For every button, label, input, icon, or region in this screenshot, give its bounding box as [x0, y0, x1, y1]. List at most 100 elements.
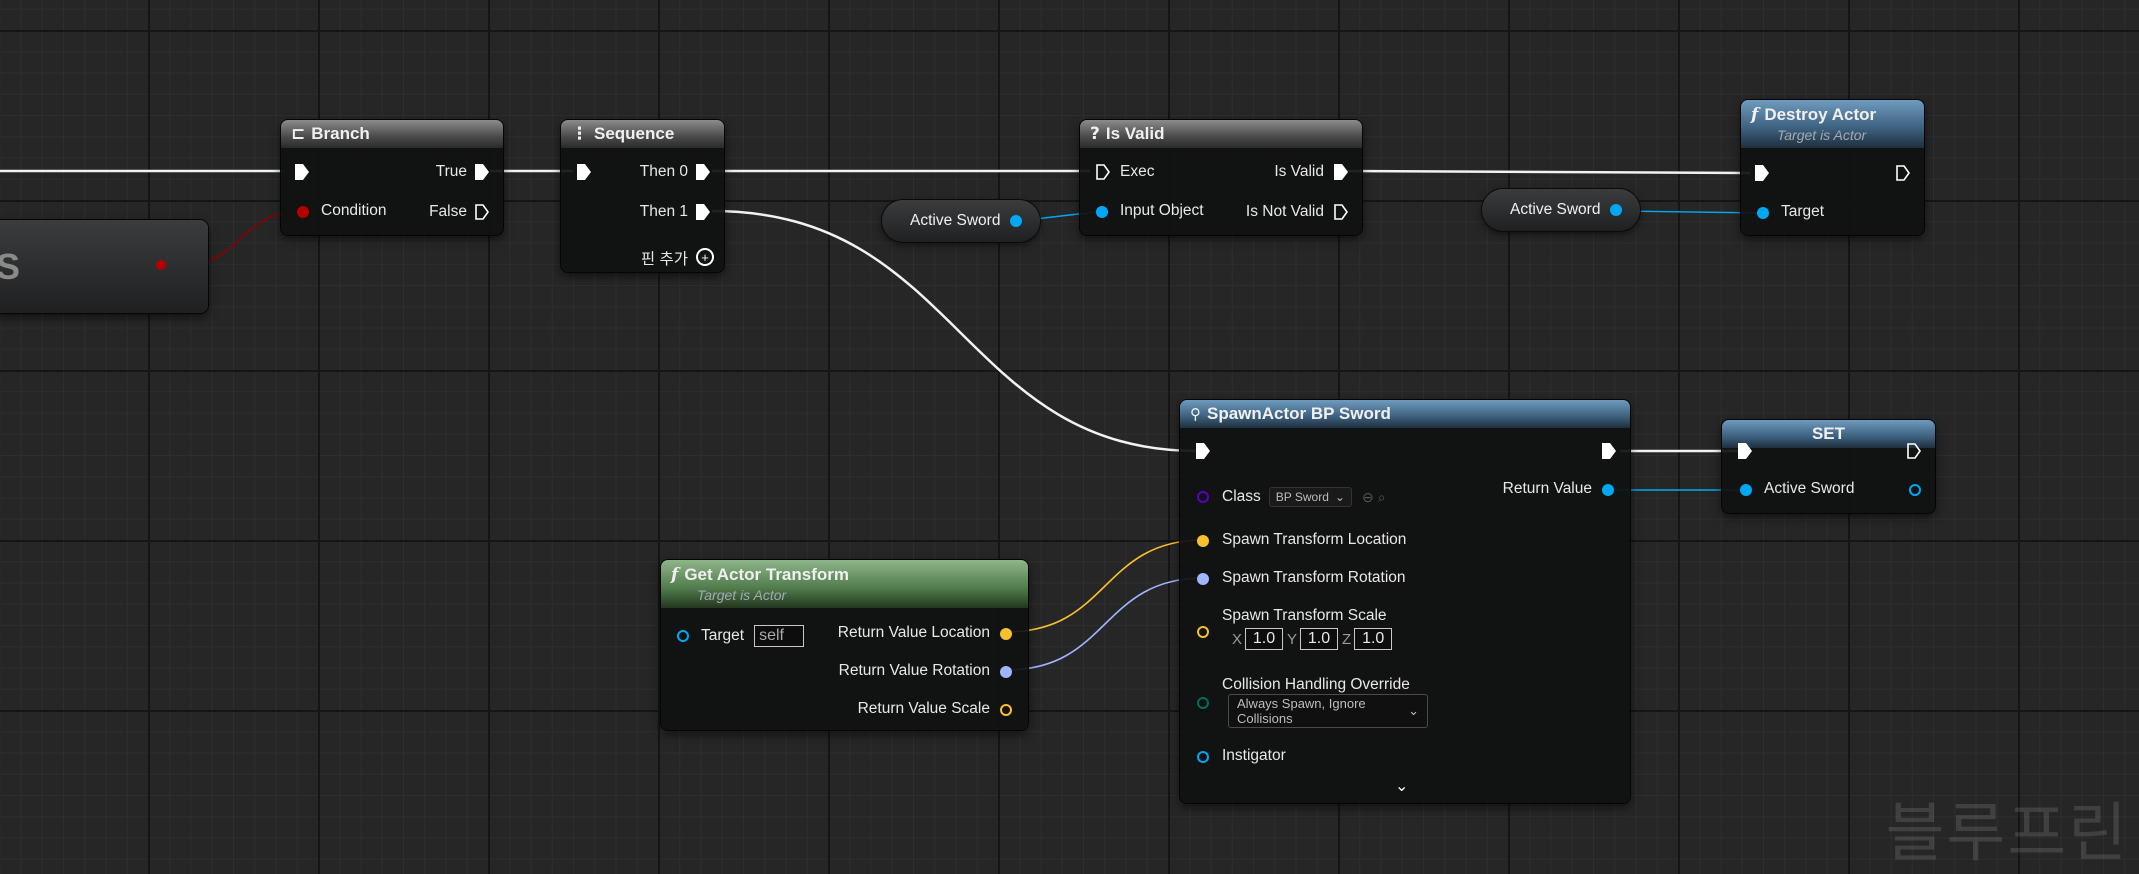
- sequence-then0-label: Then 0: [639, 163, 688, 180]
- sequence-add-pin-row[interactable]: 핀 추가: [641, 247, 688, 269]
- branch-true-out[interactable]: [475, 164, 489, 180]
- question-icon: ?: [1090, 124, 1100, 144]
- spawn-actor-exec-in[interactable]: [1196, 443, 1210, 459]
- gat-ret-rot-label: Return Value Rotation: [838, 662, 990, 679]
- destroy-actor-target-pin[interactable]: [1757, 207, 1769, 219]
- sequence-add-pin-label[interactable]: 핀 추가: [640, 251, 688, 268]
- active-sword-getter-1[interactable]: Active Sword: [882, 200, 1040, 242]
- branch-header: ⊏ Branch: [281, 120, 503, 148]
- set-exec-in[interactable]: [1738, 443, 1752, 459]
- get-actor-transform-title: Get Actor Transform: [684, 565, 850, 584]
- spawn-collision-pin[interactable]: [1197, 697, 1209, 709]
- scale-z-input[interactable]: 1.0: [1354, 628, 1393, 650]
- scale-y-label: Y: [1287, 630, 1298, 648]
- set-title: SET: [1811, 424, 1846, 443]
- spawn-location-row: Spawn Transform Location: [1222, 531, 1406, 549]
- sequence-then0-row: Then 0: [640, 163, 688, 181]
- sequence-exec-in[interactable]: [577, 164, 591, 180]
- gat-ret-scale-row: Return Value Scale: [858, 700, 990, 718]
- spawn-location-pin[interactable]: [1197, 535, 1209, 547]
- destroy-actor-exec-out[interactable]: [1896, 165, 1910, 181]
- is-not-valid-row: Is Not Valid: [1246, 203, 1324, 221]
- gat-ret-scale-pin[interactable]: [1000, 704, 1012, 716]
- set-exec-out[interactable]: [1907, 443, 1921, 459]
- active-sword-label-1: Active Sword: [910, 212, 1001, 229]
- function-icon: f: [1751, 105, 1759, 125]
- gat-target-label: Target: [701, 627, 745, 644]
- set-active-sword-row: Active Sword: [1764, 480, 1854, 498]
- is-valid-title: Is Valid: [1105, 124, 1165, 143]
- sequence-icon: ⋮: [571, 124, 588, 144]
- sequence-then1-label: Then 1: [639, 203, 688, 220]
- spawn-scale-pin[interactable]: [1197, 626, 1209, 638]
- scale-x-label: X: [1232, 630, 1243, 648]
- scale-y-input[interactable]: 1.0: [1300, 628, 1339, 650]
- spawn-actor-exec-out[interactable]: [1602, 443, 1616, 459]
- gat-ret-rot-pin[interactable]: [1000, 666, 1012, 678]
- is-not-valid-pin[interactable]: [1334, 204, 1348, 220]
- is-valid-node[interactable]: ? Is Valid Exec Is Valid Input Object Is…: [1080, 120, 1362, 235]
- destroy-actor-title: Destroy Actor: [1764, 105, 1877, 124]
- gat-ret-scale-label: Return Value Scale: [857, 700, 990, 717]
- destroy-actor-exec-in[interactable]: [1755, 165, 1769, 181]
- spawn-return-pin[interactable]: [1602, 484, 1614, 496]
- spawn-rotation-label: Spawn Transform Rotation: [1222, 569, 1406, 586]
- is-valid-exec-in[interactable]: [1096, 164, 1110, 180]
- is-valid-input-row: Input Object: [1120, 202, 1204, 220]
- set-active-sword-out-pin[interactable]: [1909, 484, 1921, 496]
- branch-title: Branch: [311, 124, 370, 143]
- branch-exec-in[interactable]: [295, 164, 309, 180]
- spawn-class-label: Class: [1222, 488, 1261, 505]
- is-valid-out-pin[interactable]: [1334, 164, 1348, 180]
- collision-dropdown[interactable]: Always Spawn, Ignore Collisions ⌄: [1228, 694, 1428, 728]
- branch-condition-label: Condition: [321, 202, 387, 219]
- gat-target-row: Target self: [701, 625, 805, 647]
- branch-node[interactable]: ⊏ Branch True Condition False: [281, 120, 503, 235]
- scale-x-input[interactable]: 1.0: [1245, 628, 1284, 650]
- set-node[interactable]: SET Active Sword: [1722, 420, 1935, 513]
- sequence-then1-out[interactable]: [696, 204, 710, 220]
- browse-search-icon[interactable]: ⌕: [1377, 488, 1386, 505]
- left-node-bool-pin[interactable]: [156, 260, 166, 270]
- spawn-class-dropdown[interactable]: BP Sword⌄: [1268, 487, 1352, 507]
- spawn-instigator-row: Instigator: [1222, 747, 1286, 765]
- gat-ret-loc-pin[interactable]: [1000, 628, 1012, 640]
- is-valid-header: ? Is Valid: [1080, 120, 1362, 148]
- spawn-instigator-pin[interactable]: [1197, 751, 1209, 763]
- is-valid-out-row: Is Valid: [1274, 163, 1324, 181]
- active-sword-out-pin-2[interactable]: [1610, 204, 1622, 216]
- spawn-actor-node[interactable]: ⚲ SpawnActor BP Sword Class BP Sword⌄ ⊖ …: [1180, 400, 1630, 803]
- use-selected-icon[interactable]: ⊖: [1361, 488, 1374, 505]
- gat-target-input[interactable]: self: [754, 625, 805, 647]
- set-active-sword-in-pin[interactable]: [1740, 484, 1752, 496]
- spawn-rotation-pin[interactable]: [1197, 573, 1209, 585]
- left-partial-node[interactable]: S: [0, 220, 208, 313]
- sequence-title: Sequence: [594, 124, 675, 143]
- spawn-class-pin[interactable]: [1197, 491, 1209, 503]
- branch-false-out[interactable]: [475, 204, 489, 220]
- is-valid-input-object-pin[interactable]: [1096, 206, 1108, 218]
- expand-chevron-icon[interactable]: ⌄: [1395, 778, 1409, 795]
- gat-ret-rot-row: Return Value Rotation: [839, 662, 990, 680]
- is-valid-exec-row: Exec: [1120, 163, 1154, 181]
- active-sword-out-pin-1[interactable]: [1010, 215, 1022, 227]
- spawn-rotation-row: Spawn Transform Rotation: [1222, 569, 1406, 587]
- sequence-then1-row: Then 1: [640, 203, 688, 221]
- spawn-actor-header: ⚲ SpawnActor BP Sword: [1180, 400, 1630, 428]
- branch-condition-pin[interactable]: [297, 206, 309, 218]
- gat-target-pin[interactable]: [677, 630, 689, 642]
- sequence-node[interactable]: ⋮ Sequence Then 0 Then 1 핀 추가 +: [561, 120, 724, 272]
- sequence-then0-out[interactable]: [696, 164, 710, 180]
- add-pin-icon[interactable]: +: [696, 248, 714, 266]
- gat-ret-loc-label: Return Value Location: [837, 624, 990, 641]
- active-sword-getter-2[interactable]: Active Sword: [1482, 189, 1640, 231]
- branch-true-row: True: [436, 163, 467, 181]
- blueprint-watermark: 블루프린: [1885, 797, 2129, 871]
- branch-icon: ⊏: [291, 124, 306, 144]
